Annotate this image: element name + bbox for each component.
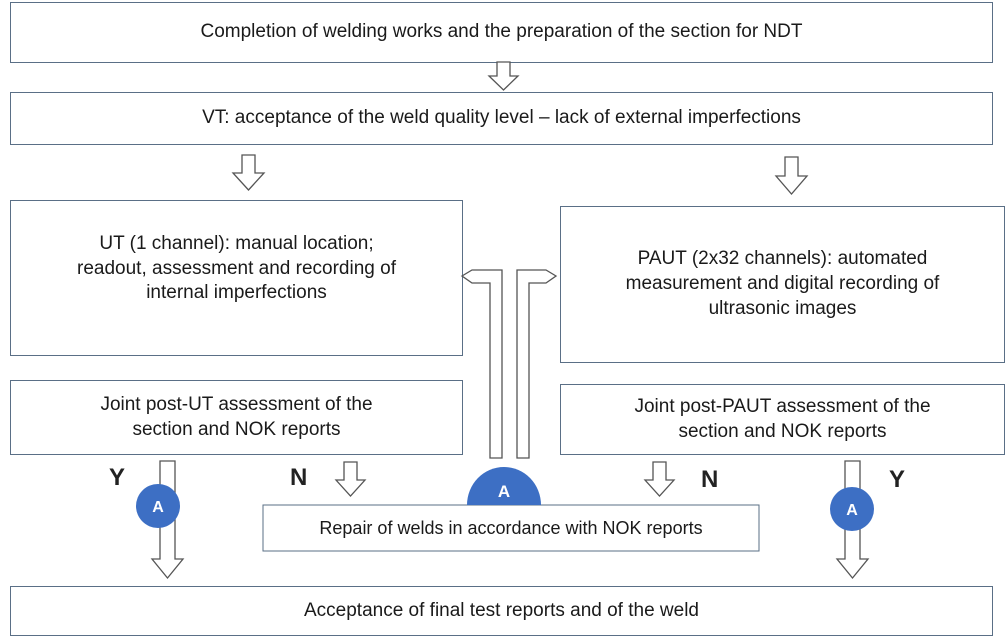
ut-label-line2: readout, assessment and recording of <box>77 257 396 279</box>
arrow-down-no-right-icon <box>643 461 676 497</box>
arrow-left-to-ut-icon <box>460 269 503 459</box>
paut-label-line1: PAUT (2x32 channels): automated <box>637 248 928 270</box>
decision-no-left: N <box>290 464 308 491</box>
completion-box: Completion of welding works and the prep… <box>10 2 993 63</box>
connector-a-left-label: A <box>152 499 164 516</box>
vt-box: VT: acceptance of the weld quality level… <box>10 92 993 145</box>
arrow-right-to-paut-icon <box>516 269 558 459</box>
post-ut-label-line1: Joint post-UT assessment of the <box>100 393 373 415</box>
post-paut-label-line2: section and NOK reports <box>678 420 887 442</box>
connector-a-central-label: A <box>498 482 510 501</box>
post-ut-box: Joint post-UT assessment of the section … <box>10 380 463 455</box>
ut-label-line3: internal imperfections <box>146 282 327 304</box>
post-ut-label-line2: section and NOK reports <box>132 418 341 440</box>
decision-yes-right: Y <box>889 466 906 493</box>
connector-a-right-label: A <box>846 502 858 519</box>
arrow-down-icon <box>231 154 266 191</box>
acceptance-box: Acceptance of final test reports and of … <box>10 586 993 636</box>
repair-box <box>262 504 760 552</box>
post-paut-box: Joint post-PAUT assessment of the sectio… <box>560 384 1005 455</box>
decision-yes-left: Y <box>109 464 126 491</box>
post-paut-label-line1: Joint post-PAUT assessment of the <box>634 395 931 417</box>
connector-a-left <box>136 484 180 528</box>
arrow-down-icon <box>774 156 809 195</box>
vt-label: VT: acceptance of the weld quality level… <box>202 107 801 129</box>
paut-label-line2: measurement and digital recording of <box>625 273 940 295</box>
completion-label: Completion of welding works and the prep… <box>200 21 803 43</box>
ut-box: UT (1 channel): manual location; readout… <box>10 200 463 356</box>
arrow-down-icon <box>487 61 520 91</box>
acceptance-label: Acceptance of final test reports and of … <box>303 599 699 621</box>
paut-label-line3: ultrasonic images <box>708 297 857 319</box>
arrow-down-no-left-icon <box>334 461 367 497</box>
decision-no-right: N <box>701 466 719 493</box>
connector-a-central <box>467 467 541 505</box>
paut-box: PAUT (2x32 channels): automated measurem… <box>560 206 1005 363</box>
connector-a-right <box>830 487 874 531</box>
ut-label-line1: UT (1 channel): manual location; <box>99 232 374 254</box>
repair-label: Repair of welds in accordance with NOK r… <box>319 518 702 538</box>
